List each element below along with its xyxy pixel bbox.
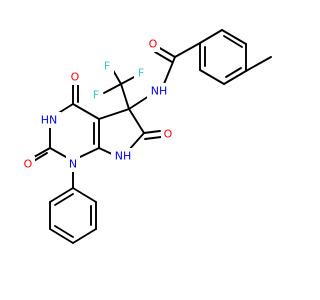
bond-cf3-f3 xyxy=(103,83,122,94)
bond-ring-a4 xyxy=(223,70,247,85)
bond-ring-a5 xyxy=(199,69,225,85)
n3-hn-label: HN xyxy=(41,114,58,127)
c2-oxygen-label: O xyxy=(24,158,33,171)
bond-c5-c6 xyxy=(128,108,145,134)
bond-c6-o-2 xyxy=(144,136,162,140)
bond-c6-o-1 xyxy=(143,130,161,134)
bond-amide-cn xyxy=(163,56,176,85)
bond-ring-a2-inner xyxy=(223,35,243,48)
bond-c4a-c4 xyxy=(72,103,100,120)
bond-amide-co-1 xyxy=(157,46,176,58)
fluorine-label-3: F xyxy=(93,89,99,102)
bond-ph-6 xyxy=(49,187,74,203)
bond-methyl xyxy=(245,56,272,72)
bonds xyxy=(31,29,272,244)
atom-labels: O NH F F F O HN O O NH N xyxy=(21,36,175,172)
bond-c2-n1 xyxy=(49,147,67,158)
molecule-structure: O NH F F F O HN O O NH N xyxy=(21,29,272,244)
bond-n1-c7a xyxy=(79,147,100,158)
bond-n-c5 xyxy=(128,95,150,110)
bond-c2-o-1 xyxy=(33,147,51,158)
bond-ring-a1 xyxy=(199,29,223,44)
bond-ph-4-inner xyxy=(54,225,74,238)
amide-nh-label: NH xyxy=(151,85,168,98)
fluorine-label-2: F xyxy=(138,67,144,80)
bond-ph-3 xyxy=(72,228,97,244)
fluorine-label-1: F xyxy=(104,60,110,73)
bond-c5-c4a xyxy=(98,108,130,120)
amide-oxygen-label: O xyxy=(149,38,158,51)
bond-c5-cf3 xyxy=(120,83,130,110)
bond-ring-a4-inner xyxy=(225,67,242,78)
bond-amide-co-2 xyxy=(154,51,173,63)
bond-ring-a2 xyxy=(221,29,247,45)
n1-label: N xyxy=(69,158,77,171)
bond-ph-1 xyxy=(72,187,97,203)
c4-oxygen-label: O xyxy=(71,71,80,84)
bond-ph-4 xyxy=(49,228,74,244)
bond-ring-carbonyl xyxy=(174,42,201,58)
bond-ph-6-inner xyxy=(54,193,74,206)
c6-oxygen-label: O xyxy=(164,128,173,141)
n7-nh-label: NH xyxy=(115,150,132,163)
